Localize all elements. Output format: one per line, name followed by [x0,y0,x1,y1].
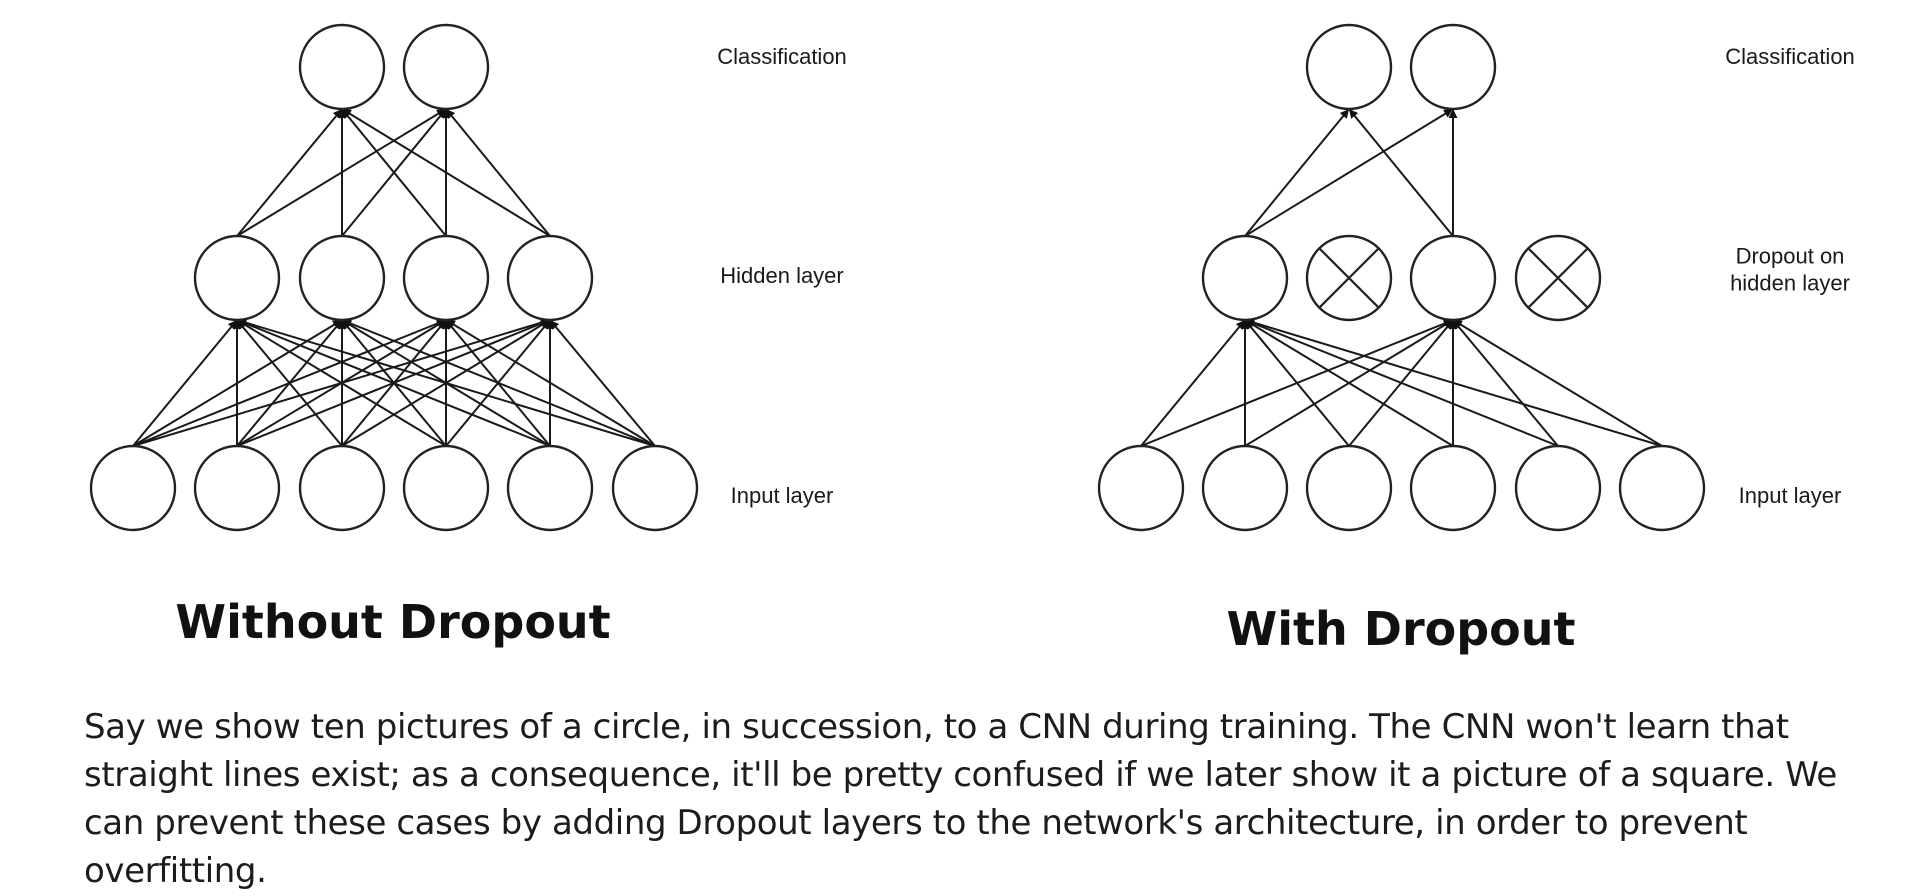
edge-input-6-to-hidden-3 [445,319,656,447]
hidden-layer-label: hidden layer [1730,271,1850,296]
edge-input-5-to-hidden-1 [1244,319,1559,447]
dropped-neuron [1514,234,1602,322]
without-input-layer [89,444,699,532]
edge-input-4-to-hidden-1 [1244,319,1454,447]
hidden-layer-label: Hidden layer [720,263,844,288]
hidden-neuron [402,234,490,322]
input-neuron [1514,444,1602,532]
input-neuron [506,444,594,532]
edge-input-4-to-hidden-1 [236,319,447,447]
dropped-neuron [1305,234,1393,322]
hidden-neuron [506,234,594,322]
with-edges [1140,108,1663,447]
edge-hidden-3-to-output-1 [1348,108,1454,237]
input-neuron [1618,444,1706,532]
with-input-layer [1097,444,1706,532]
edge-input-6-to-hidden-3 [1452,319,1663,447]
edge-hidden-1-to-output-1 [236,108,343,237]
with-output-layer [1305,23,1497,111]
edge-input-3-to-hidden-1 [1244,319,1350,447]
input-neuron [1409,444,1497,532]
classification-layer-label: Classification [1725,44,1855,69]
output-neuron [1409,23,1497,111]
hidden-layer-label: Dropout on [1736,244,1845,269]
input-neuron [402,444,490,532]
output-neuron [402,23,490,111]
without-hidden-layer [193,234,594,322]
output-neuron [298,23,386,111]
with-hidden-layer [1201,234,1602,322]
edge-input-1-to-hidden-1 [1140,319,1246,447]
edge-hidden-4-to-output-2 [445,108,551,237]
input-neuron [611,444,699,532]
input-layer-label: Input layer [731,483,834,508]
with-dropout-caption: With Dropout [1227,602,1576,656]
edge-hidden-1-to-output-1 [1244,108,1350,237]
edge-input-6-to-hidden-1 [1244,318,1663,447]
input-layer-label: Input layer [1739,483,1842,508]
input-neuron [1097,444,1185,532]
edge-hidden-1-to-output-2 [1244,108,1454,237]
output-neuron [1305,23,1393,111]
hidden-neuron [298,234,386,322]
input-neuron [1201,444,1289,532]
without-output-layer [298,23,490,111]
hidden-neuron [1409,234,1497,322]
hidden-neuron [1201,234,1289,322]
explanation-paragraph: Say we show ten pictures of a circle, in… [84,707,1837,891]
without-edges [132,108,656,447]
edge-hidden-4-to-output-1 [341,108,551,237]
input-neuron [298,444,386,532]
input-neuron [1305,444,1393,532]
classification-layer-label: Classification [717,44,847,69]
input-neuron [193,444,281,532]
edge-input-5-to-hidden-3 [1452,319,1559,447]
edge-hidden-3-to-output-1 [341,108,447,237]
hidden-neuron [193,234,281,322]
edge-input-5-to-hidden-1 [236,319,551,447]
edge-input-6-to-hidden-2 [341,319,656,447]
without-dropout-caption: Without Dropout [175,595,610,649]
edge-input-6-to-hidden-4 [549,319,656,447]
edge-input-1-to-hidden-1 [132,319,238,447]
edge-input-6-to-hidden-1 [236,318,656,447]
edge-input-3-to-hidden-1 [236,319,343,447]
input-neuron [89,444,177,532]
